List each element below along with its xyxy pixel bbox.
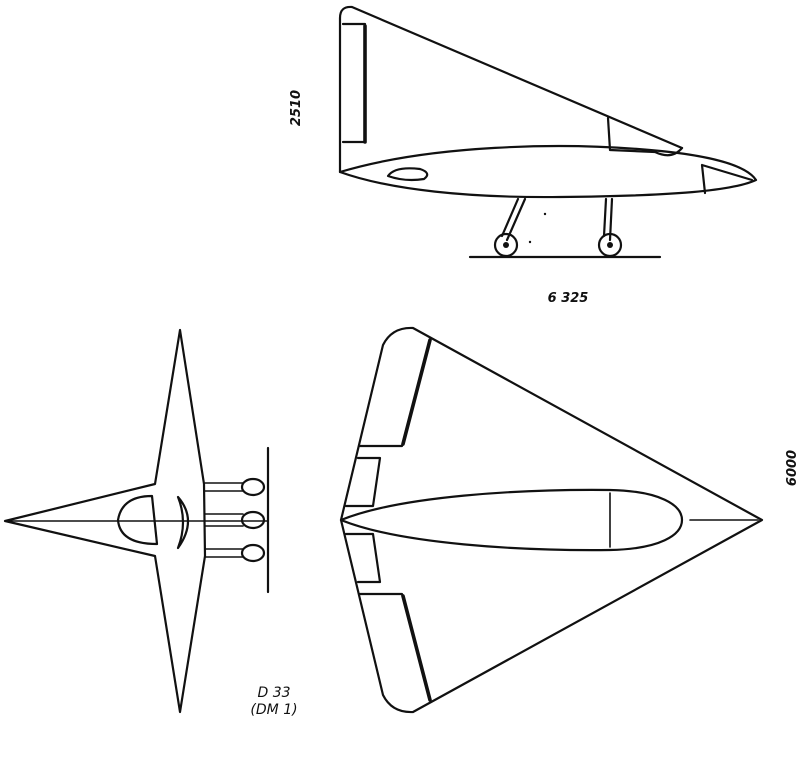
side-view-teardrop [386,167,429,182]
height-dimension-label: 2510 [289,90,304,126]
aircraft-designation: D 33 [257,685,290,701]
front-wheel-low [240,543,266,563]
main-gear-leg [505,197,527,242]
plan-view-wing-outline [339,326,764,714]
lower-flap [344,532,382,584]
front-view-intake [176,495,190,550]
side-view-canopy [606,116,684,157]
span-dimension-label: 6000 [785,450,800,486]
side-view-fin [338,5,684,174]
front-wheel-mid [240,510,266,530]
upper-flap [344,456,382,508]
length-dimension-label: 6 325 [548,291,589,306]
plan-view [339,326,764,714]
plan-view-fuselage [339,488,684,552]
side-view [338,5,758,259]
front-view-fin-outline [3,328,207,714]
side-view-fuselage [338,145,758,199]
front-view-canopy [116,494,159,546]
front-wheel-top [240,477,266,497]
side-view-nose-intake [700,163,754,195]
side-view-rudder [341,22,367,144]
aircraft-designation-sub: (DM 1) [250,702,297,718]
front-view [3,328,270,714]
